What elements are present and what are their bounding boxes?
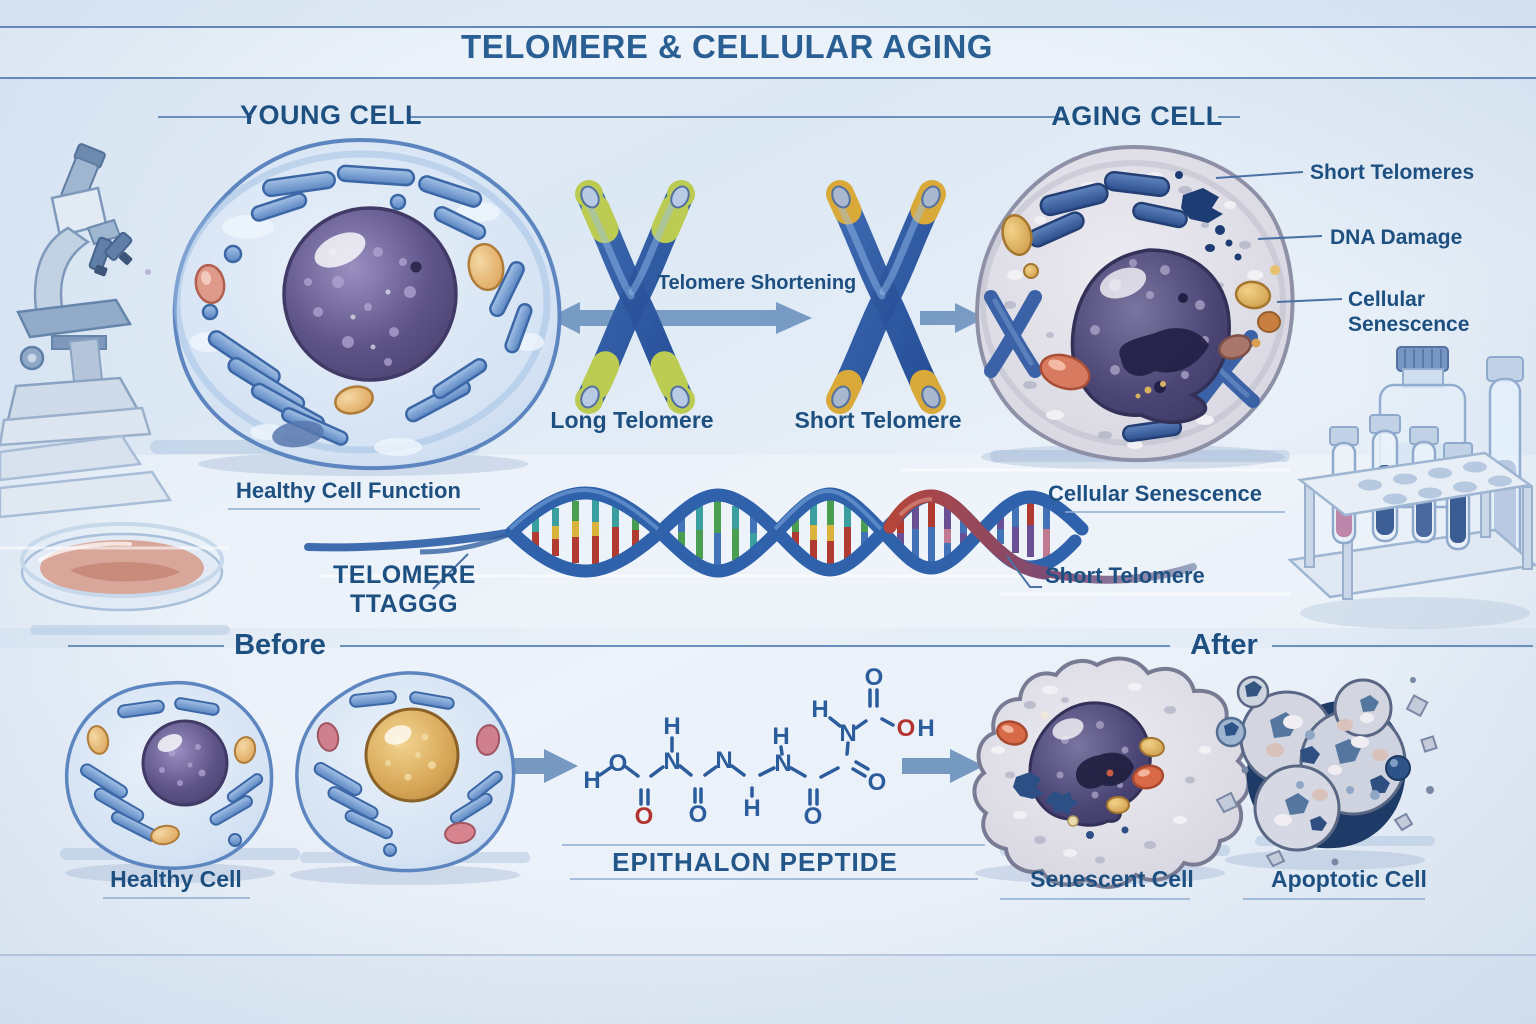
long-telomere-label: Long Telomere	[550, 407, 714, 433]
young-cell-illustration	[145, 137, 562, 476]
page-title: TELOMERE & CELLULAR AGING	[461, 28, 993, 65]
epithalon-peptide-label: EPITHALON PEPTIDE	[612, 847, 898, 877]
aging-cellular-senescence-label: Cellular Senescence	[1348, 288, 1470, 336]
after-heading: After	[1190, 629, 1258, 661]
short-telomere-chromosome	[826, 180, 946, 414]
dna-short-telomere-label: Short Telomere	[1045, 563, 1205, 588]
healthy-cell-function-label: Healthy Cell Function	[236, 478, 461, 503]
nucleus	[145, 206, 458, 382]
aging-short-telomeres-label: Short Telomeres	[1310, 161, 1475, 184]
organelle-rods	[201, 164, 533, 446]
dna-sequence-label: TTAGGG	[350, 590, 459, 618]
senescent-cell-label: Senescent Cell	[1030, 866, 1194, 892]
aging-nucleus	[1070, 248, 1231, 425]
dna-telomere-label: TELOMERE	[333, 561, 476, 589]
long-telomere-chromosome	[575, 180, 695, 414]
before-heading: Before	[234, 629, 326, 661]
healthy-cell-label: Healthy Cell	[110, 866, 242, 892]
aging-dna-damage-label: DNA Damage	[1330, 226, 1463, 249]
dna-cellular-senescence-label: Cellular Senescence	[1047, 481, 1263, 506]
aging-organelles	[1001, 214, 1281, 391]
apoptotic-cell-label: Apoptotic Cell	[1271, 866, 1427, 892]
telomere-shortening-label: Telomere Shortening	[657, 272, 857, 294]
aging-cell-heading: AGING CELL	[1051, 101, 1223, 131]
mitochondria	[194, 242, 505, 415]
short-telomere-label: Short Telomere	[794, 407, 962, 433]
young-cell-heading: YOUNG CELL	[239, 100, 423, 130]
leader-lines	[432, 171, 1343, 590]
